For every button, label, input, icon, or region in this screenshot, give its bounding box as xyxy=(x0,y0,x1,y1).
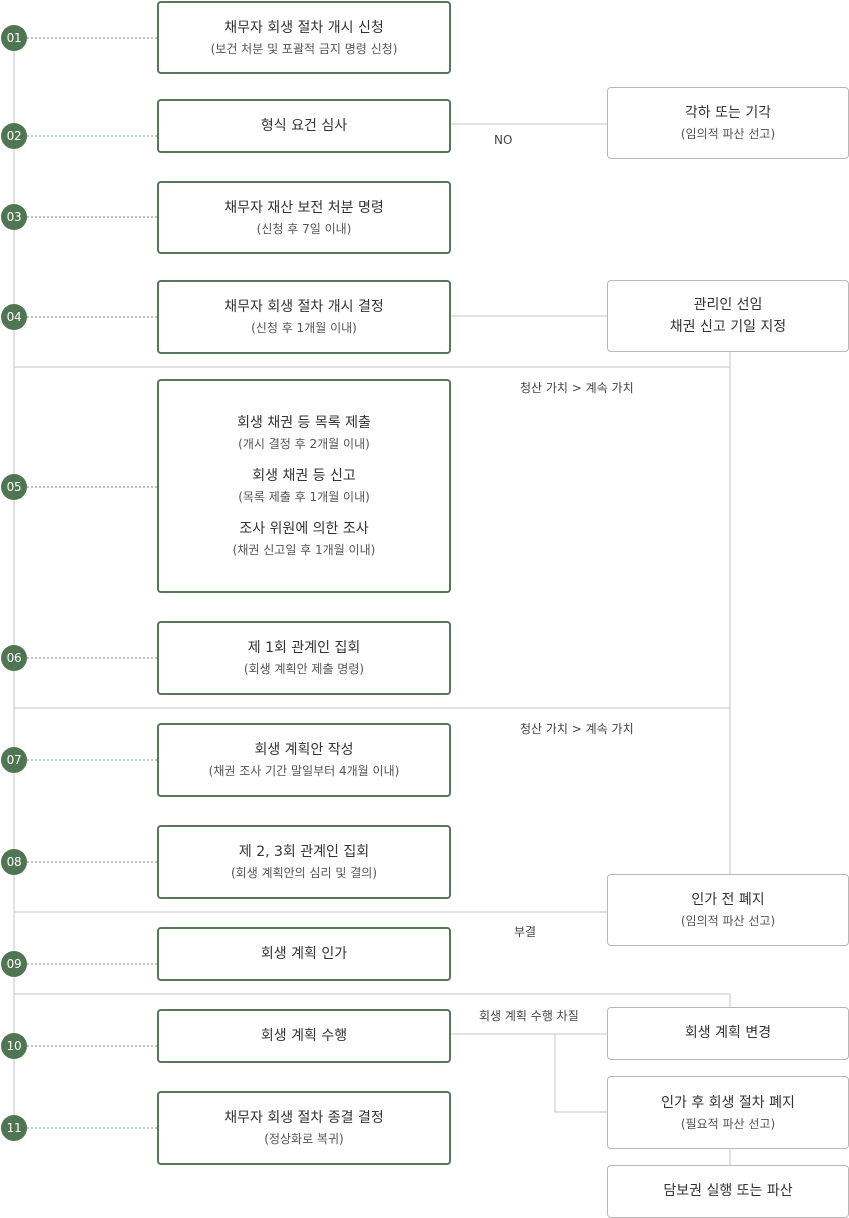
step-title: 회생 계획안 작성 xyxy=(254,742,354,758)
step-box-05: 회생 채권 등 목록 제출 (개시 결정 후 2개월 이내) 회생 채권 등 신… xyxy=(157,379,451,593)
step-subtitle: (정상화로 복귀) xyxy=(264,1132,344,1146)
step-title: 채무자 재산 보전 처분 명령 xyxy=(224,199,384,216)
step-box-02: 형식 요건 심사 xyxy=(157,99,451,153)
reject-box: 각하 또는 기각 (임의적 파산 선고) xyxy=(607,87,849,159)
step-number-04: 04 xyxy=(1,304,27,330)
step-number-10: 10 xyxy=(1,1033,27,1059)
step-number-06: 06 xyxy=(1,645,27,671)
step-number-07: 07 xyxy=(1,747,27,773)
step-number-02: 02 xyxy=(1,123,27,149)
label-liquidation-1: 청산 가치 > 계속 가치 xyxy=(520,381,634,395)
step-title: 회생 채권 등 신고 xyxy=(252,468,356,484)
step-title: 회생 계획 인가 xyxy=(260,945,348,962)
step-box-04: 채무자 회생 절차 개시 결정 (신청 후 1개월 이내) xyxy=(157,280,451,354)
plan-change-box: 회생 계획 변경 xyxy=(607,1007,849,1060)
step-title: 회생 계획 수행 xyxy=(260,1027,348,1044)
step-item: 회생 채권 등 신고 (목록 제출 후 1개월 이내) xyxy=(238,467,370,505)
step-subtitle: (회생 계획안의 심리 및 결의) xyxy=(230,866,378,880)
step-subtitle: (채권 조사 기간 말일부터 4개월 이내) xyxy=(208,764,400,778)
side-title-line2: 채권 신고 기일 지정 xyxy=(669,318,787,335)
step-title: 조사 위원에 의한 조사 xyxy=(239,521,369,537)
step-box-10: 회생 계획 수행 xyxy=(157,1009,451,1063)
step-number-09: 09 xyxy=(1,951,27,977)
step-number-03: 03 xyxy=(1,204,27,230)
label-no: NO xyxy=(494,133,513,147)
step-title: 형식 요건 심사 xyxy=(260,117,348,134)
step-title: 채무자 회생 절차 종결 결정 xyxy=(224,1110,384,1126)
step-number-11: 11 xyxy=(1,1115,27,1141)
step-box-01: 채무자 회생 절차 개시 신청 (보건 처분 및 포괄적 금지 명령 신청) xyxy=(157,1,451,74)
abolish-after-box: 인가 후 회생 절차 폐지 (필요적 파산 선고) xyxy=(607,1076,849,1149)
step-box-03: 채무자 재산 보전 처분 명령 (신청 후 7일 이내) xyxy=(157,181,451,254)
step-title: 제 2, 3회 관계인 집회 xyxy=(238,844,370,860)
step-box-08: 제 2, 3회 관계인 집회 (회생 계획안의 심리 및 결의) xyxy=(157,825,451,899)
step-subtitle: (신청 후 7일 이내) xyxy=(256,221,352,236)
side-subtitle: (필요적 파산 선고) xyxy=(680,1116,776,1131)
step-title: 채무자 회생 절차 개시 신청 xyxy=(224,19,384,36)
side-title: 회생 계획 변경 xyxy=(684,1025,772,1041)
step-box-11: 채무자 회생 절차 종결 결정 (정상화로 복귀) xyxy=(157,1091,451,1165)
step-title: 제 1회 관계인 집회 xyxy=(247,640,361,656)
step-subtitle: (신청 후 1개월 이내) xyxy=(251,321,357,335)
step-number-08: 08 xyxy=(1,849,27,875)
trustee-box: 관리인 선임 채권 신고 기일 지정 xyxy=(607,280,849,352)
side-subtitle: (임의적 파산 선고) xyxy=(680,914,776,928)
side-title: 각하 또는 기각 xyxy=(684,105,772,121)
side-title: 담보권 실행 또는 파산 xyxy=(663,1183,793,1199)
step-item: 회생 채권 등 목록 제출 (개시 결정 후 2개월 이내) xyxy=(237,414,371,452)
step-title: 채무자 회생 절차 개시 결정 xyxy=(224,299,384,315)
side-title: 관리인 선임 xyxy=(693,296,763,313)
step-box-07: 회생 계획안 작성 (채권 조사 기간 말일부터 4개월 이내) xyxy=(157,723,451,797)
step-subtitle: (보건 처분 및 포괄적 금지 명령 신청) xyxy=(210,41,398,56)
label-rejected: 부결 xyxy=(514,925,537,939)
step-box-09: 회생 계획 인가 xyxy=(157,927,451,981)
step-number-01: 01 xyxy=(1,25,27,51)
step-subtitle: (채권 신고일 후 1개월 이내) xyxy=(232,543,376,557)
side-title: 인가 후 회생 절차 폐지 xyxy=(661,1094,795,1111)
step-title: 회생 채권 등 목록 제출 xyxy=(237,415,371,431)
step-subtitle: (목록 제출 후 1개월 이내) xyxy=(238,490,370,504)
abolish-before-box: 인가 전 폐지 (임의적 파산 선고) xyxy=(607,874,849,946)
label-liquidation-2: 청산 가치 > 계속 가치 xyxy=(520,722,634,736)
step-number-05: 05 xyxy=(1,474,27,500)
side-subtitle: (임의적 파산 선고) xyxy=(680,127,776,141)
step-subtitle: (회생 계획안 제출 명령) xyxy=(243,662,365,676)
step-item: 조사 위원에 의한 조사 (채권 신고일 후 1개월 이내) xyxy=(233,520,376,558)
bankruptcy-box: 담보권 실행 또는 파산 xyxy=(607,1165,849,1218)
label-plan-failure: 회생 계획 수행 차질 xyxy=(479,1009,579,1023)
side-title: 인가 전 폐지 xyxy=(691,892,765,908)
step-subtitle: (개시 결정 후 2개월 이내) xyxy=(238,437,370,451)
step-box-06: 제 1회 관계인 집회 (회생 계획안 제출 명령) xyxy=(157,621,451,695)
